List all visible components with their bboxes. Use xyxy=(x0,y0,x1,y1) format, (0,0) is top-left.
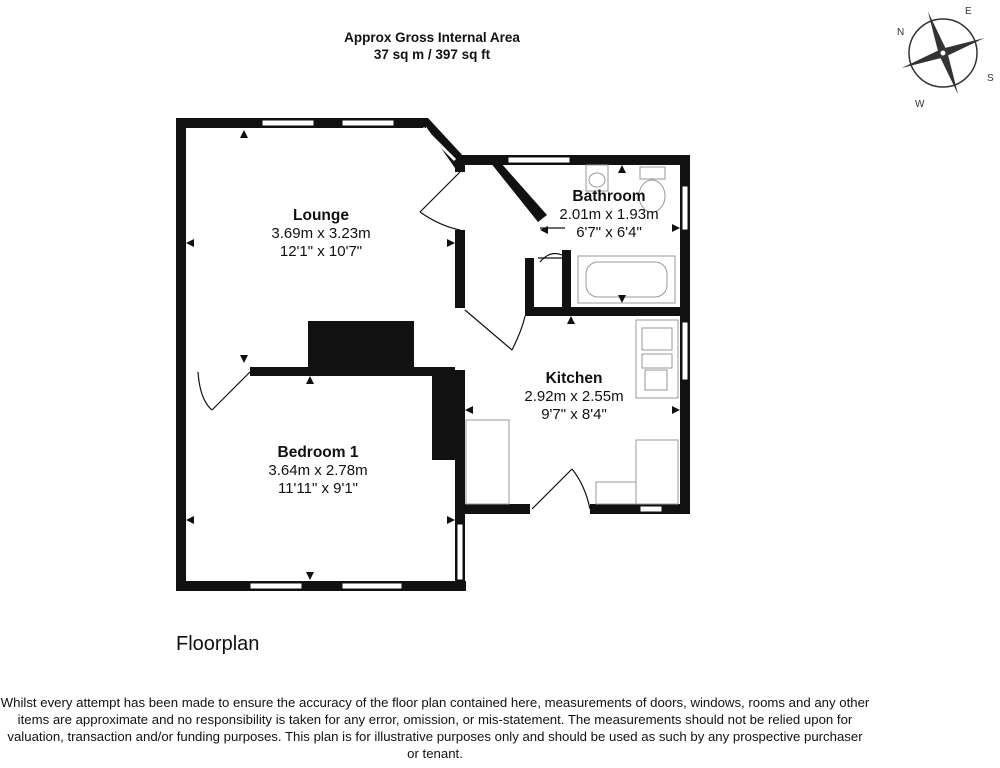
room-name: Bathroom xyxy=(572,188,646,205)
compass-south: S xyxy=(987,73,994,84)
room-kitchen: Kitchen 2.92m x 2.55m 9'7" x 8'4" xyxy=(484,370,664,424)
compass-icon: N E S W xyxy=(897,6,994,110)
compass-north: N xyxy=(897,27,904,38)
area-value: 37 sq m / 397 sq ft xyxy=(373,47,491,62)
room-name: Kitchen xyxy=(545,370,603,387)
room-metric: 2.92m x 2.55m xyxy=(524,388,624,405)
compass-east: E xyxy=(965,6,972,17)
area-header: Approx Gross Internal Area 37 sq m / 397… xyxy=(282,29,582,63)
arrows xyxy=(186,130,680,580)
disclaimer-text: Whilst every attempt has been made to en… xyxy=(0,695,870,761)
room-imperial: 6'7" x 6'4" xyxy=(576,224,642,241)
room-name: Lounge xyxy=(293,207,349,224)
room-metric: 2.01m x 1.93m xyxy=(559,206,659,223)
room-name: Bedroom 1 xyxy=(277,444,359,461)
room-metric: 3.64m x 2.78m xyxy=(268,462,368,479)
doors xyxy=(186,171,591,514)
room-imperial: 12'1" x 10'7" xyxy=(279,243,363,260)
angled-window xyxy=(421,126,457,162)
room-lounge: Lounge 3.69m x 3.23m 12'1" x 10'7" xyxy=(231,207,411,261)
room-bathroom: Bathroom 2.01m x 1.93m 6'7" x 6'4" xyxy=(519,188,699,242)
room-bedroom-1: Bedroom 1 3.64m x 2.78m 11'11" x 9'1" xyxy=(228,444,408,498)
area-title: Approx Gross Internal Area xyxy=(344,30,520,45)
room-imperial: 9'7" x 8'4" xyxy=(541,406,607,423)
fixtures xyxy=(465,164,679,505)
room-metric: 3.69m x 3.23m xyxy=(271,225,371,242)
room-imperial: 11'11" x 9'1" xyxy=(277,480,359,497)
floor-caption: Floorplan xyxy=(176,633,260,655)
windows xyxy=(249,119,689,590)
compass-west: W xyxy=(915,99,925,110)
angled-wall xyxy=(420,118,465,168)
